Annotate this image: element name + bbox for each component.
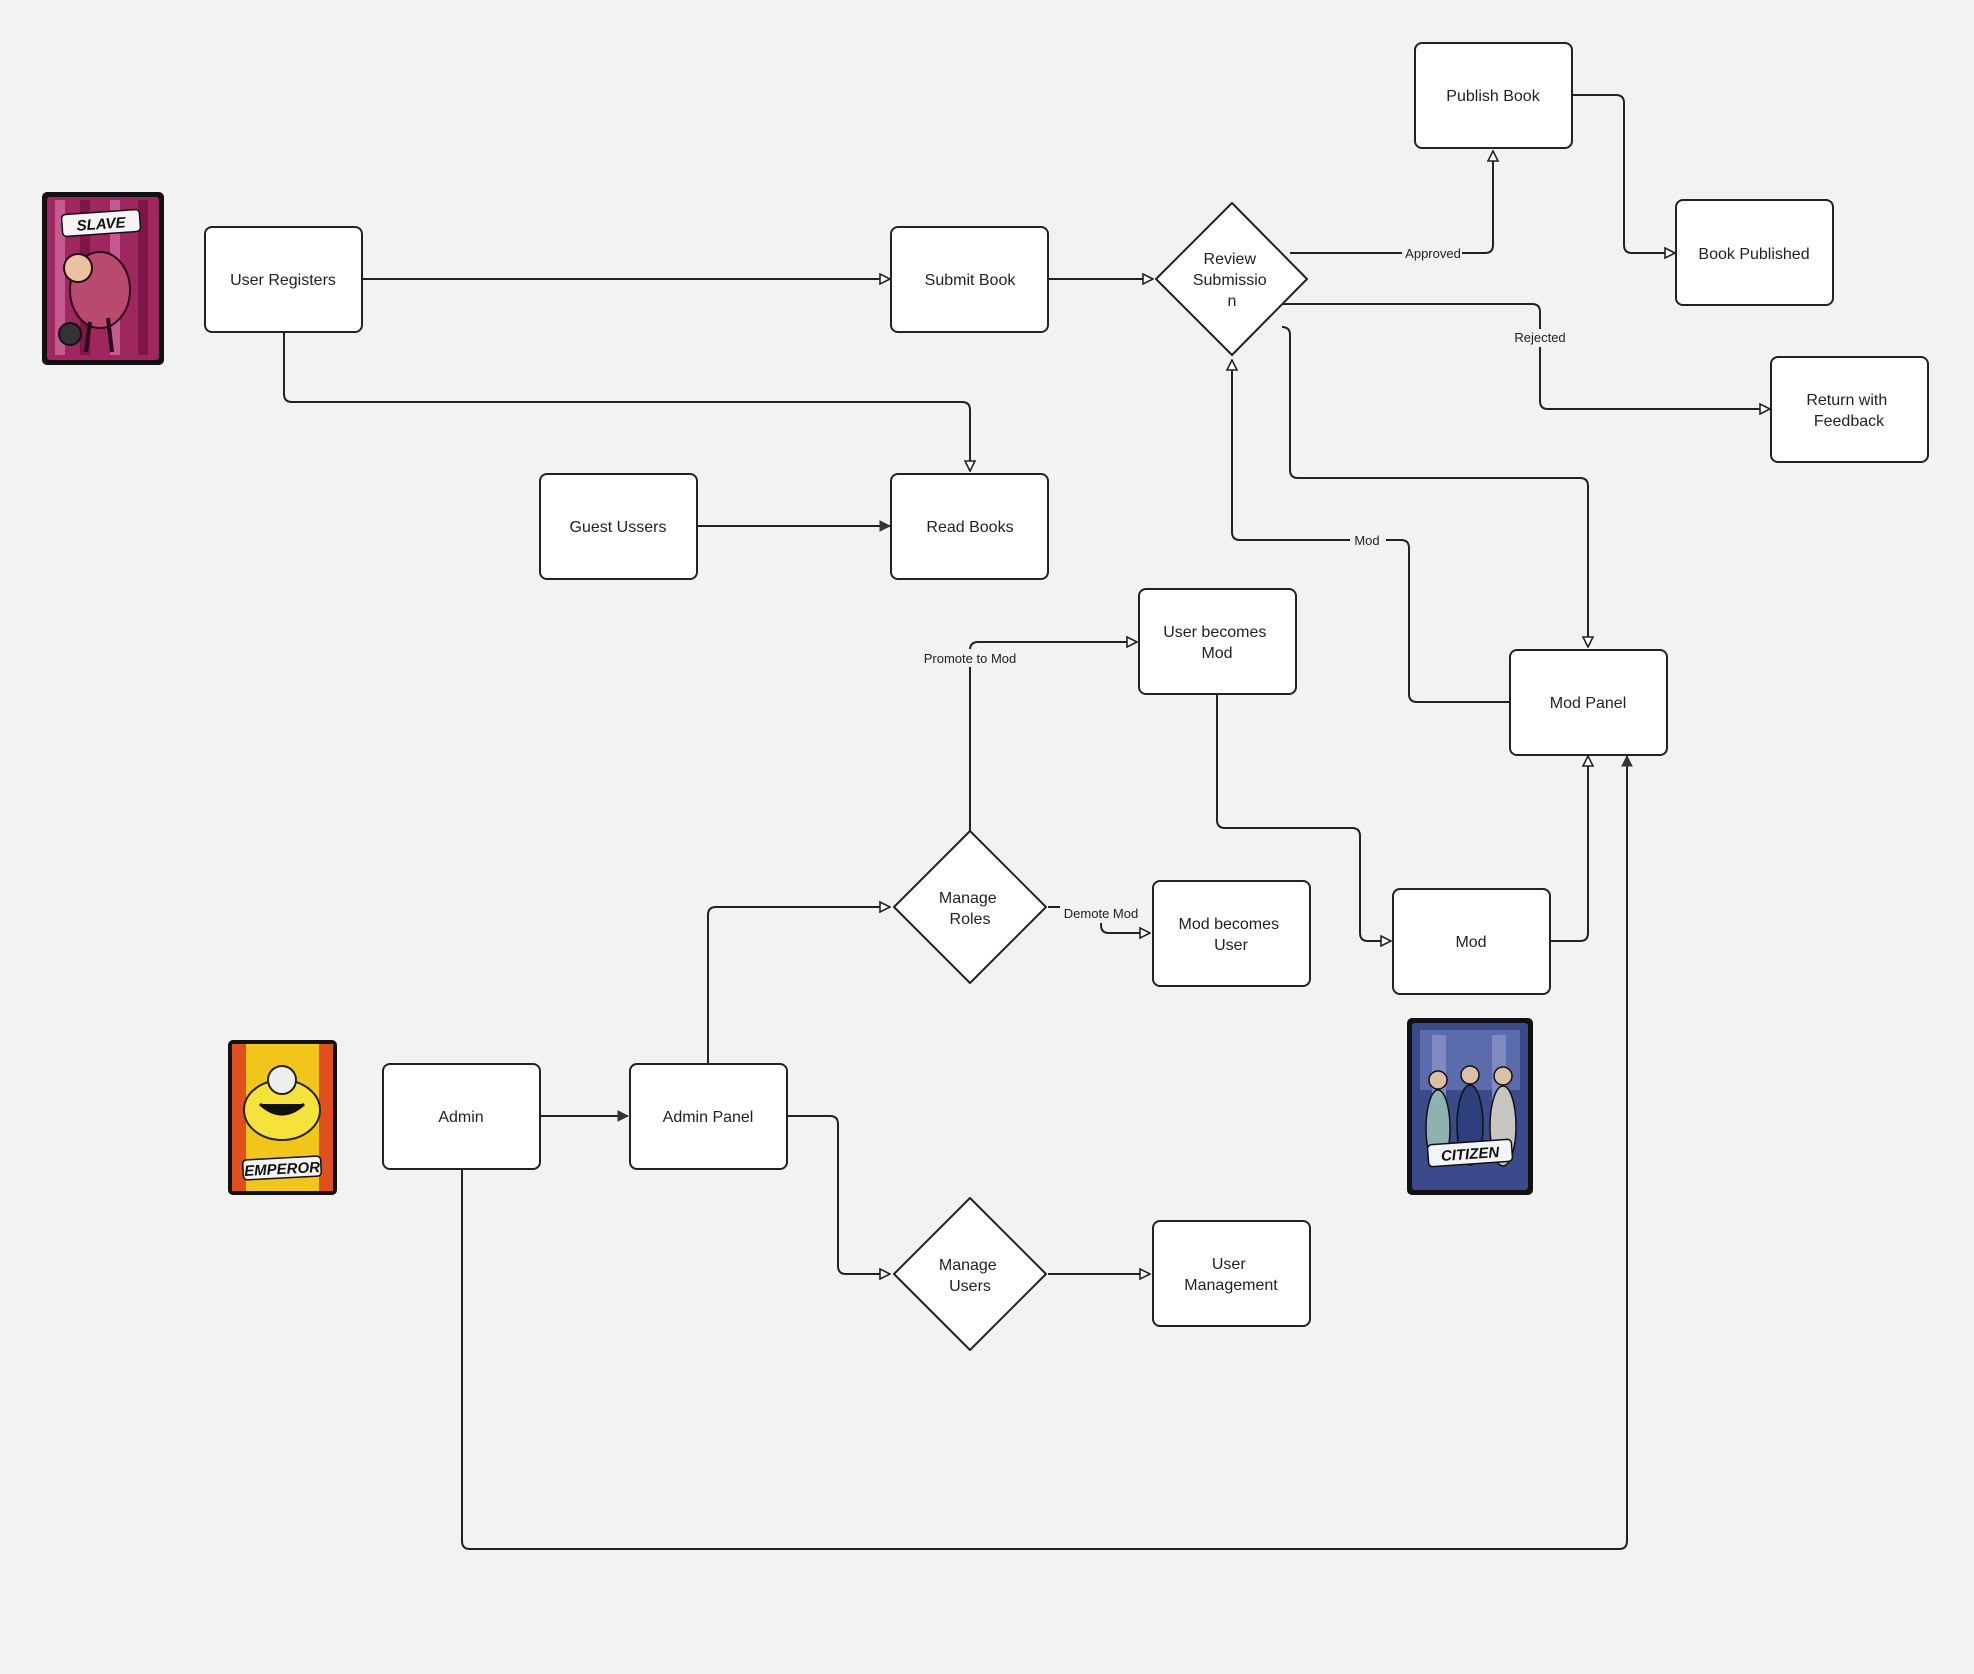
edge-admin-to-modpanel bbox=[461, 756, 1627, 1550]
node-admin[interactable]: Admin bbox=[382, 1063, 541, 1170]
node-label-line: User becomes bbox=[1163, 624, 1266, 641]
edge-usermod-to-mod bbox=[1216, 694, 1391, 941]
svg-text:Mod becomes User: Mod becomes User bbox=[1179, 916, 1284, 954]
svg-text:Return with Feedback: Return with Feedback bbox=[1806, 392, 1891, 430]
emperor-card-caption: EMPEROR bbox=[244, 1159, 321, 1180]
svg-text:Manage Users: Manage Users bbox=[939, 1257, 1001, 1295]
node-label: Publish Book bbox=[1446, 88, 1540, 105]
edge-publish-to-published bbox=[1572, 94, 1675, 253]
slave-card-image: SLAVE bbox=[42, 192, 164, 365]
edge-registers-to-readbooks bbox=[283, 332, 970, 471]
node-label-line: Manage bbox=[939, 1257, 997, 1274]
node-label-line: Mod bbox=[1201, 645, 1232, 662]
edge-adminpanel-to-users bbox=[788, 1115, 890, 1274]
node-label: Submit Book bbox=[925, 272, 1017, 289]
node-manage-roles[interactable]: Manage Roles bbox=[893, 830, 1047, 984]
citizen-card-image: CITIZEN bbox=[1407, 1018, 1533, 1195]
node-mod-becomes-user[interactable]: Mod becomes User bbox=[1152, 880, 1311, 987]
node-admin-panel[interactable]: Admin Panel bbox=[629, 1063, 788, 1170]
node-label-line: Review bbox=[1204, 251, 1257, 268]
edge-label-demote-mod: Demote Mod bbox=[1064, 906, 1138, 921]
edge-review-to-modpanel bbox=[1281, 326, 1588, 647]
node-label: Book Published bbox=[1698, 246, 1809, 263]
edge-modpanel-to-review bbox=[1232, 360, 1509, 703]
node-manage-users[interactable]: Manage Users bbox=[893, 1197, 1047, 1351]
node-book-published[interactable]: Book Published bbox=[1675, 199, 1834, 306]
citizen-card-caption: CITIZEN bbox=[1440, 1144, 1501, 1165]
edge-review-to-publish bbox=[1290, 151, 1493, 254]
node-label-line: Manage bbox=[939, 890, 997, 907]
node-label: Admin Panel bbox=[663, 1109, 754, 1126]
svg-text:User becomes Mod: User becomes Mod bbox=[1163, 624, 1271, 662]
node-mod-panel[interactable]: Mod Panel bbox=[1509, 649, 1668, 756]
edge-labels: Approved Rejected Mod Promote to Mod Dem… bbox=[920, 244, 1568, 923]
emperor-card-image: EMPEROR bbox=[228, 1040, 337, 1195]
node-label: User Registers bbox=[230, 272, 336, 289]
node-label: Mod bbox=[1455, 934, 1486, 951]
node-label-line: Mod becomes bbox=[1179, 916, 1280, 933]
svg-text:User Management: User Management bbox=[1184, 1256, 1278, 1294]
node-label-line: Return with bbox=[1806, 392, 1887, 409]
edge-label-approved: Approved bbox=[1405, 246, 1461, 261]
node-label: Admin bbox=[438, 1109, 483, 1126]
slave-card-caption: SLAVE bbox=[76, 214, 127, 234]
node-label-line: Users bbox=[949, 1278, 991, 1295]
node-submit-book[interactable]: Submit Book bbox=[890, 226, 1049, 333]
node-user-registers[interactable]: User Registers bbox=[204, 226, 363, 333]
node-label: Read Books bbox=[926, 519, 1013, 536]
node-return-with-feedback[interactable]: Return with Feedback bbox=[1770, 356, 1929, 463]
edge-label-rejected: Rejected bbox=[1514, 330, 1565, 345]
edge-review-to-return bbox=[1282, 303, 1770, 409]
node-label-line: Feedback bbox=[1814, 413, 1885, 430]
node-read-books[interactable]: Read Books bbox=[890, 473, 1049, 580]
node-label-line: User bbox=[1212, 1256, 1246, 1273]
node-mod[interactable]: Mod bbox=[1392, 888, 1551, 995]
node-label-line: Roles bbox=[950, 911, 991, 928]
node-label-line: User bbox=[1214, 937, 1248, 954]
node-guest-users[interactable]: Guest Ussers bbox=[539, 473, 698, 580]
edge-mod-to-modpanel bbox=[1550, 756, 1588, 942]
node-label-line: n bbox=[1228, 293, 1237, 310]
edge-roles-to-usermod bbox=[969, 642, 1137, 831]
node-label: Guest Ussers bbox=[570, 519, 667, 536]
node-label-line: Management bbox=[1184, 1277, 1278, 1294]
svg-text:Manage Roles: Manage Roles bbox=[939, 890, 1001, 928]
edge-label-promote-to-mod: Promote to Mod bbox=[924, 651, 1017, 666]
node-label-line: Submissio bbox=[1193, 272, 1267, 289]
node-label: Mod Panel bbox=[1550, 695, 1627, 712]
node-user-becomes-mod[interactable]: User becomes Mod bbox=[1138, 588, 1297, 695]
svg-text:Review Submissio n: Review Submissio n bbox=[1193, 251, 1271, 310]
edge-adminpanel-to-roles bbox=[707, 907, 890, 1064]
node-review-submission[interactable]: Review Submissio n bbox=[1155, 202, 1308, 356]
node-user-management[interactable]: User Management bbox=[1152, 1220, 1311, 1327]
node-publish-book[interactable]: Publish Book bbox=[1414, 42, 1573, 149]
edge-label-mod: Mod bbox=[1354, 533, 1379, 548]
